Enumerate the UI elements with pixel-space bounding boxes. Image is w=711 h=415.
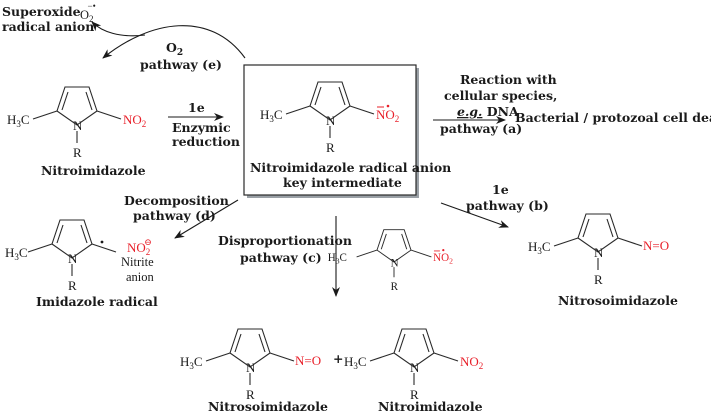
svg-text:H3C: H3C (5, 245, 28, 262)
svg-text:H3C: H3C (528, 239, 551, 256)
svg-text:N: N (326, 113, 336, 128)
svg-text:NO2⊖: NO2⊖ (127, 237, 152, 257)
radical-anion-structure: N R H3C NO2 (260, 81, 399, 155)
svg-text:R: R (391, 281, 399, 293)
svg-text:N: N (410, 360, 420, 375)
svg-text:N=O: N=O (295, 353, 321, 368)
svg-text:NO2: NO2 (376, 107, 399, 124)
plus-sign: + (333, 351, 343, 366)
pathway-e-arrow (102, 25, 246, 59)
svg-text:Reaction with: Reaction with (460, 72, 557, 87)
nitroimidazole-structure: N R H3C NO2 (7, 86, 146, 160)
imidazole-radical-name: Imidazole radical (36, 294, 158, 309)
svg-text:R: R (326, 140, 335, 155)
radical-anion-name: Nitroimidazole radical anion (250, 160, 451, 175)
nitrosoimidazole-b-name: Nitrosoimidazole (558, 293, 678, 308)
svg-text:R: R (594, 272, 603, 287)
nitrosoimidazole-c-structure: N R H3C N=O (180, 328, 321, 402)
svg-text:R: R (246, 387, 255, 402)
superoxide-branch-arrow (91, 21, 146, 37)
svg-text:NO2: NO2 (433, 252, 453, 266)
svg-text:NO2: NO2 (123, 112, 146, 129)
svg-text:N=O: N=O (643, 238, 669, 253)
nitrosoimidazole-c-name: Nitrosoimidazole (208, 399, 328, 414)
superoxide-formula: O2−• (80, 1, 96, 24)
pathway-e-label: pathway (e) (140, 57, 222, 72)
nitrosoimidazole-b-structure: N R H3C N=O (528, 213, 669, 287)
pathway-d-label: pathway (d) (133, 208, 216, 223)
svg-text:anion: anion (126, 270, 155, 284)
nitroimidazole-c-name: Nitroimidazole (378, 399, 483, 414)
cell-death-label: Bacterial / protozoal cell death (515, 110, 711, 125)
svg-text:H3C: H3C (328, 252, 347, 266)
svg-text:H3C: H3C (260, 107, 283, 124)
svg-text:H3C: H3C (7, 112, 30, 129)
svg-text:Decomposition: Decomposition (124, 193, 229, 208)
svg-text:N: N (73, 118, 83, 133)
svg-text:e.g. DNA: e.g. DNA (457, 104, 519, 119)
svg-text:cellular species,: cellular species, (444, 88, 557, 103)
svg-text:N: N (68, 251, 78, 266)
enzymic-1e-label: 1e (188, 100, 205, 115)
pathway-a-label: pathway (a) (440, 121, 522, 136)
key-intermediate-label: key intermediate (283, 175, 402, 190)
svg-text:Nitrite: Nitrite (121, 255, 154, 269)
nitrite-anion: NO2⊖ Nitrite anion (121, 237, 155, 284)
svg-text:H3C: H3C (180, 354, 203, 371)
nitroimidazole-name: Nitroimidazole (41, 163, 146, 178)
svg-text:NO2: NO2 (460, 354, 483, 371)
svg-text:Enzymic: Enzymic (172, 120, 231, 135)
svg-text:R: R (410, 387, 419, 402)
svg-text:N: N (391, 257, 399, 269)
svg-text:1e: 1e (492, 182, 509, 197)
disproportionation-reactant-structure: N R H3C NO2 (328, 229, 453, 293)
svg-text:N: N (594, 245, 604, 260)
svg-text:reduction: reduction (172, 134, 240, 149)
svg-text:R: R (73, 145, 82, 160)
pathway-c-label: pathway (c) (240, 250, 322, 265)
o2-label: O2 (166, 40, 183, 58)
imidazole-radical-structure: N R H3C (5, 219, 117, 293)
svg-text:H3C: H3C (344, 354, 367, 371)
superoxide-label: Superoxide radical anion O2−• (2, 1, 96, 34)
svg-text:N: N (246, 360, 256, 375)
svg-text:radical anion: radical anion (2, 19, 94, 34)
svg-text:R: R (68, 278, 77, 293)
pathway-b-label: pathway (b) (466, 198, 549, 213)
pathway-d-arrow (174, 199, 239, 239)
pathway-b-arrow (440, 202, 509, 228)
nitroimidazole-c-structure: N R H3C NO2 (344, 328, 483, 402)
svg-text:Superoxide: Superoxide (2, 4, 81, 19)
disproportionation-label: Disproportionation (218, 233, 352, 248)
